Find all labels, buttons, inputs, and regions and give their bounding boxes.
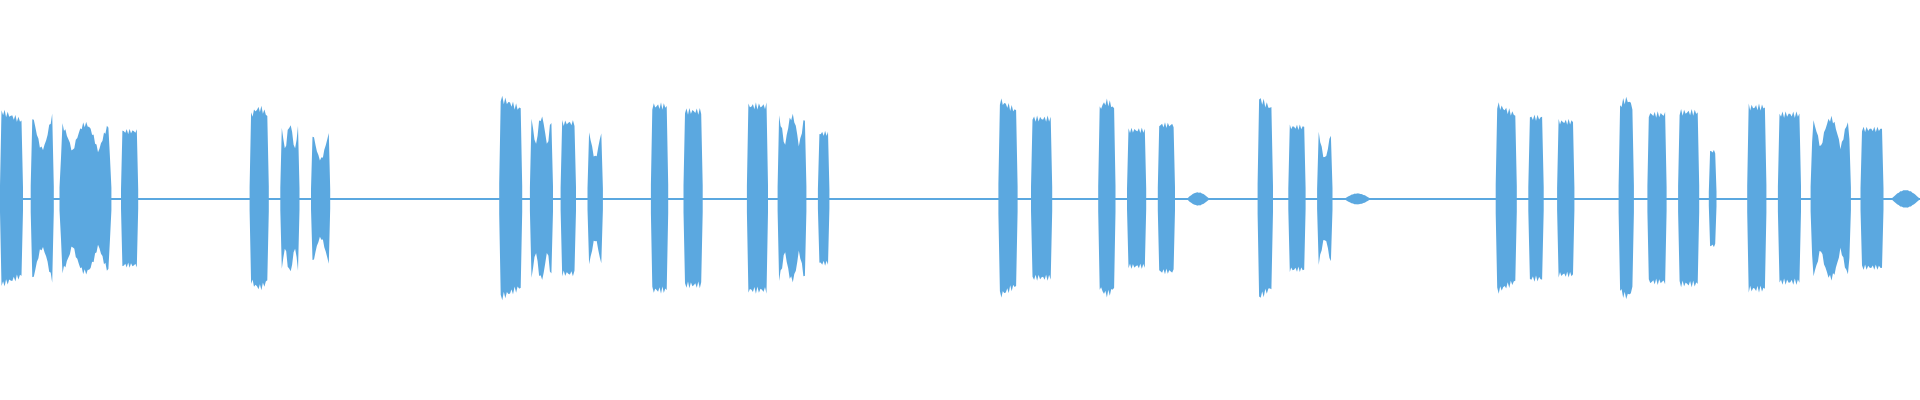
waveform-burst-21 (1157, 122, 1175, 275)
waveform-burst-36 (1810, 115, 1851, 281)
waveform-burst-23 (1257, 98, 1273, 298)
waveform-burst-35 (1777, 111, 1801, 285)
waveform-burst-6 (280, 125, 300, 272)
waveform-burst-14 (746, 102, 768, 294)
waveform-burst-10 (560, 120, 576, 277)
waveform-burst-4 (121, 128, 139, 268)
waveform-segments (0, 95, 1920, 301)
waveform-burst-8 (499, 95, 523, 301)
waveform-burst-11 (587, 132, 603, 265)
waveform-burst-30 (1618, 96, 1634, 300)
waveform-burst-15 (777, 113, 807, 283)
waveform-burst-16 (817, 130, 830, 266)
waveform-burst-26 (1344, 193, 1371, 205)
waveform-burst-34 (1747, 103, 1767, 293)
waveform-burst-9 (529, 116, 553, 280)
waveform-burst-33 (1708, 149, 1717, 248)
waveform-burst-22 (1186, 192, 1210, 206)
waveform-burst-24 (1288, 124, 1306, 272)
waveform-burst-29 (1557, 118, 1575, 278)
waveform-burst-32 (1678, 109, 1700, 288)
waveform-burst-25 (1317, 131, 1333, 265)
waveform-burst-17 (998, 98, 1018, 298)
waveform-burst-38 (1891, 190, 1920, 208)
waveform-burst-13 (683, 108, 703, 289)
waveform-burst-19 (1098, 98, 1116, 298)
waveform-burst-7 (311, 133, 331, 264)
waveform-burst-28 (1528, 114, 1544, 282)
waveform-burst-31 (1647, 111, 1667, 285)
waveform-burst-5 (249, 105, 269, 291)
waveform-burst-18 (1031, 115, 1053, 281)
waveform-burst-2 (30, 113, 54, 283)
waveform-burst-37 (1860, 126, 1884, 270)
waveform-burst-12 (650, 102, 669, 294)
waveform-burst-27 (1495, 102, 1517, 294)
waveform-burst-20 (1127, 127, 1147, 269)
waveform-burst-3 (59, 121, 112, 275)
waveform-burst-1 (0, 109, 23, 287)
